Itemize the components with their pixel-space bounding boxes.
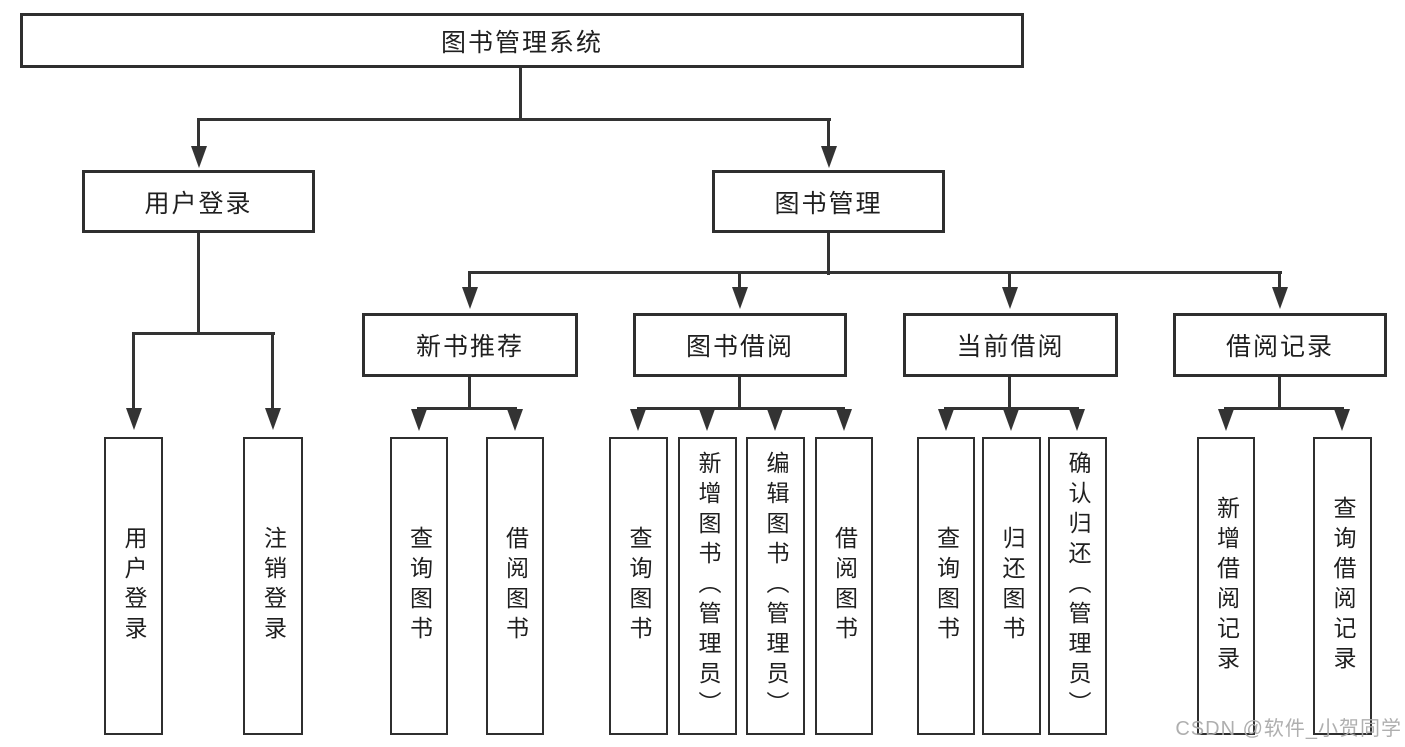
- leaf-user-login-label: 用户登录: [121, 526, 147, 646]
- node-book-management: 图书管理: [712, 170, 945, 233]
- node-new-book-recommend: 新书推荐: [362, 313, 578, 377]
- arrowhead-down-icon: [1002, 287, 1018, 309]
- connector-group2-branch: [637, 407, 845, 410]
- connector-book-mgmt-stem: [827, 118, 830, 148]
- leaf-borrow-book-newrec: 借阅图书: [486, 437, 544, 735]
- leaf-return-book-label: 归还图书: [999, 526, 1025, 646]
- arrowhead-down-icon: [630, 409, 646, 431]
- leaf-edit-book-admin: 编辑图书（管理员）: [746, 437, 805, 735]
- arrowhead-down-icon: [732, 287, 748, 309]
- node-borrow-records: 借阅记录: [1173, 313, 1387, 377]
- arrowhead-down-icon: [507, 409, 523, 431]
- leaf-add-book-admin: 新增图书（管理员）: [678, 437, 737, 735]
- node-current-borrow: 当前借阅: [903, 313, 1118, 377]
- connector-leaf-stem: [132, 332, 135, 410]
- node-user-login: 用户登录: [82, 170, 315, 233]
- leaf-user-login: 用户登录: [104, 437, 163, 735]
- connector-level2-branch: [197, 118, 831, 121]
- node-current-borrow-label: 当前借阅: [956, 333, 1065, 361]
- arrowhead-down-icon: [767, 409, 783, 431]
- leaf-borrow-book-borrow: 借阅图书: [815, 437, 873, 735]
- leaf-query-book-borrow: 查询图书: [609, 437, 668, 735]
- leaf-query-borrow-record-label: 查询借阅记录: [1330, 496, 1356, 676]
- node-book-management-label: 图书管理: [774, 189, 883, 218]
- leaf-add-book-admin-label: 新增图书（管理员）: [695, 451, 721, 721]
- arrowhead-down-icon: [699, 409, 715, 431]
- connector-book-mgmt-down: [827, 233, 830, 275]
- arrowhead-down-icon: [821, 146, 837, 168]
- node-root-label: 图书管理系统: [440, 28, 603, 57]
- leaf-query-book-current-label: 查询图书: [933, 526, 960, 646]
- connector-leaf-stem: [271, 332, 274, 410]
- leaf-query-book-newrec-label: 查询图书: [406, 526, 433, 646]
- leaf-borrow-book-newrec-label: 借阅图书: [502, 526, 529, 646]
- node-new-book-recommend-label: 新书推荐: [415, 333, 524, 361]
- leaf-add-borrow-record-label: 新增借阅记录: [1213, 496, 1240, 676]
- arrowhead-down-icon: [126, 408, 142, 430]
- arrowhead-down-icon: [1218, 409, 1234, 431]
- arrowhead-down-icon: [938, 409, 954, 431]
- arrowhead-down-icon: [265, 408, 281, 430]
- node-user-login-label: 用户登录: [144, 189, 253, 218]
- arrowhead-down-icon: [836, 409, 852, 431]
- connector-group1-branch: [417, 407, 517, 410]
- leaf-query-book-newrec: 查询图书: [390, 437, 448, 735]
- connector-user-login-down: [197, 233, 200, 335]
- leaf-query-book-current: 查询图书: [917, 437, 975, 735]
- node-book-borrow: 图书借阅: [633, 313, 847, 377]
- connector-group1-down: [468, 377, 471, 410]
- arrowhead-down-icon: [1003, 409, 1019, 431]
- arrowhead-down-icon: [1272, 287, 1288, 309]
- connector-root-stem: [519, 68, 522, 121]
- arrowhead-down-icon: [1069, 409, 1085, 431]
- arrowhead-down-icon: [191, 146, 207, 168]
- connector-group-stem: [468, 271, 471, 289]
- connector-group-stem: [738, 271, 741, 289]
- node-book-borrow-label: 图书借阅: [685, 333, 794, 361]
- leaf-edit-book-admin-label: 编辑图书（管理员）: [763, 451, 789, 721]
- leaf-confirm-return-admin-label: 确认归还（管理员）: [1065, 451, 1091, 721]
- node-root: 图书管理系统: [20, 13, 1024, 68]
- connector-group-stem: [1008, 271, 1011, 289]
- leaf-return-book: 归还图书: [982, 437, 1041, 735]
- node-borrow-records-label: 借阅记录: [1225, 333, 1334, 361]
- arrowhead-down-icon: [1334, 409, 1350, 431]
- connector-group4-down: [1278, 377, 1281, 410]
- connector-group-stem: [1278, 271, 1281, 289]
- connector-user-login-stem: [197, 118, 200, 148]
- arrowhead-down-icon: [411, 409, 427, 431]
- connector-group2-down: [738, 377, 741, 410]
- leaf-confirm-return-admin: 确认归还（管理员）: [1048, 437, 1107, 735]
- connector-group3-down: [1008, 377, 1011, 410]
- leaf-logout: 注销登录: [243, 437, 303, 735]
- connector-level3-branch: [468, 271, 1282, 274]
- connector-group3-branch: [944, 407, 1079, 410]
- leaf-query-borrow-record: 查询借阅记录: [1313, 437, 1372, 735]
- arrowhead-down-icon: [462, 287, 478, 309]
- leaf-add-borrow-record: 新增借阅记录: [1197, 437, 1255, 735]
- leaf-logout-label: 注销登录: [260, 526, 287, 646]
- connector-group4-branch: [1224, 407, 1344, 410]
- csdn-watermark: CSDN @软件_小贺同学: [1175, 718, 1402, 740]
- connector-user-login-branch: [132, 332, 275, 335]
- leaf-borrow-book-borrow-label: 借阅图书: [831, 526, 858, 646]
- leaf-query-book-borrow-label: 查询图书: [626, 526, 652, 646]
